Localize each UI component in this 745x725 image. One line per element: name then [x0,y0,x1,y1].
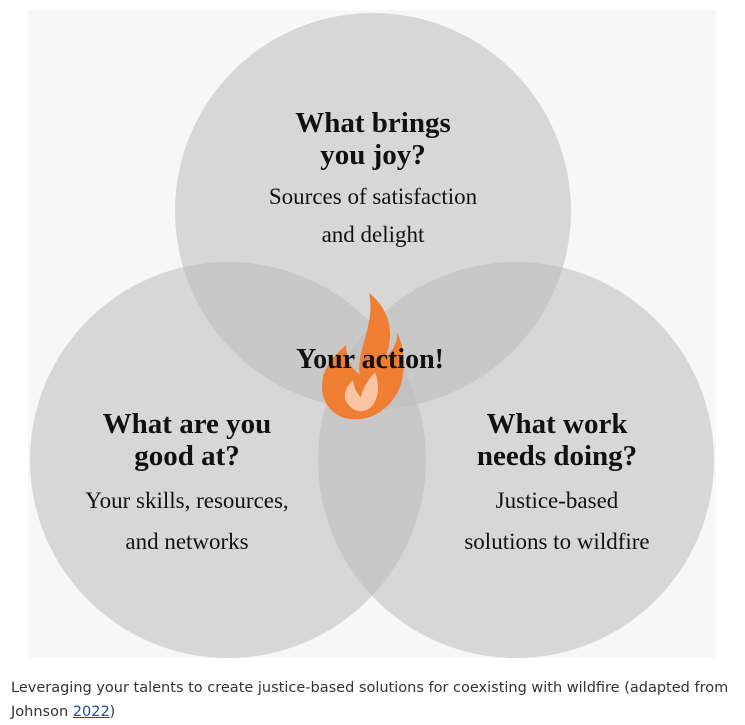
circle-work [318,262,714,658]
circle-joy-question-line-1: What brings [295,107,451,139]
venn-diagram [30,13,714,658]
circle-skills [30,262,426,658]
caption-text: Leveraging your talents to create justic… [11,680,729,720]
circle-work-description-line-1: Justice-based [495,488,619,513]
center-label: Your action! [295,344,445,375]
circle-work-question-line-1: What work [486,408,628,440]
circle-joy-description-line-2: and delight [321,222,425,247]
flame-icon [322,293,404,420]
caption-suffix: ) [109,704,116,720]
venn-diagram-figure: What brings you joy? Sources of satisfac… [30,13,714,658]
circle-skills-question-line-2: good at? [134,440,240,472]
circle-skills-question-line-1: What are you [102,408,272,440]
figure-caption: Leveraging your talents to create justic… [11,676,736,724]
circle-work-description-line-2: solutions to wildfire [464,529,650,554]
circle-joy-label: What brings you joy? Sources of satisfac… [223,107,523,247]
circle-joy-question-line-2: you joy? [320,139,426,171]
circle-joy-description-line-1: Sources of satisfaction [268,184,478,209]
caption-citation-link[interactable]: 2022 [72,704,110,720]
circle-work-label: What work needs doing? Justice-based sol… [407,408,707,554]
circle-skills-description-line-2: and networks [125,529,249,554]
circle-work-question-line-2: needs doing? [476,440,638,472]
circle-skills-label: What are you good at? Your skills, resou… [37,408,337,554]
circle-skills-description-line-1: Your skills, resources, [85,488,289,513]
